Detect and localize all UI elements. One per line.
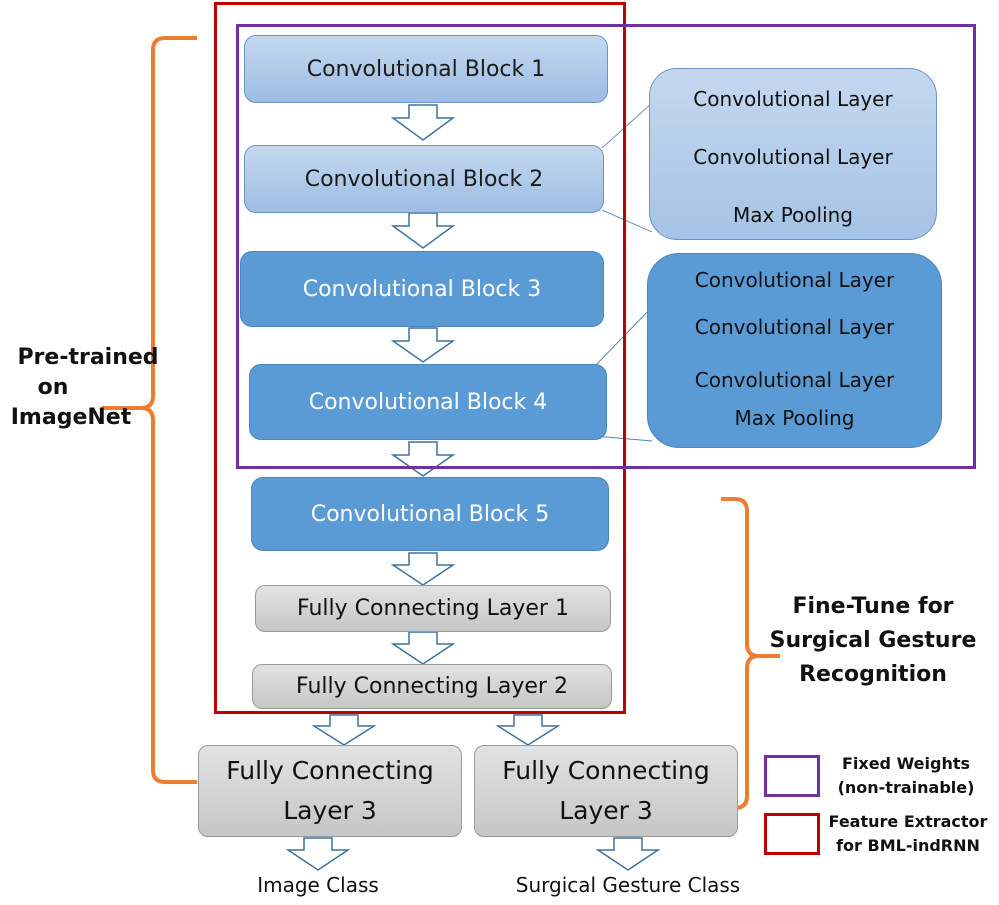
image-class-label: Image Class: [257, 873, 379, 897]
feature-extractor-frame: [214, 2, 626, 714]
pretrained-line3: ImageNet: [10, 405, 132, 430]
arrow-down-gesture-class: [595, 837, 661, 871]
legend-fixed-weights-label: Fixed Weights (non-trainable): [822, 752, 990, 800]
pretrained-line2: on: [37, 375, 69, 400]
detail-light-max-pooling: Max Pooling: [732, 203, 853, 227]
legend-extractor-line1: Feature Extractor: [828, 812, 988, 831]
detail-dark-final-group: Convolutional Layer Max Pooling: [695, 361, 894, 437]
conv-block-3-label: Convolutional Block 3: [302, 276, 542, 302]
zoom-line-top-2: [601, 102, 653, 149]
arrow-down-left-fc3: [311, 714, 377, 746]
fc-layer-3-gesture: Fully Connecting Layer 3: [474, 745, 738, 837]
conv-block-2-label: Convolutional Block 2: [304, 166, 544, 192]
fc-layer-1: Fully Connecting Layer 1: [255, 585, 611, 632]
pretrained-bracket: [102, 36, 197, 784]
detail-dark-conv-layer-1: Convolutional Layer: [694, 268, 895, 292]
arrow-down-image-class: [285, 837, 351, 871]
legend-feature-extractor-label: Feature Extractor for BML-indRNN: [822, 810, 994, 858]
arrow-down-6: [390, 631, 456, 665]
detail-dark-max-pooling: Max Pooling: [734, 406, 855, 430]
conv-block-5: Convolutional Block 5: [251, 477, 609, 551]
finetune-line1: Fine-Tune for: [792, 594, 954, 619]
detail-light-conv-layer-1: Convolutional Layer: [693, 87, 893, 111]
arrow-down-1: [390, 104, 456, 141]
arrow-down-5: [390, 552, 456, 586]
detail-dark-conv-layer-3: Convolutional Layer: [694, 368, 895, 392]
conv-block-1: Convolutional Block 1: [244, 35, 608, 103]
surgical-gesture-class-label: Surgical Gesture Class: [515, 873, 741, 897]
arrow-down-2: [390, 212, 456, 249]
conv-block-1-label: Convolutional Block 1: [306, 56, 546, 82]
fixed-weights-frame: [236, 24, 976, 469]
fc-layer-3-gesture-line2: Layer 3: [559, 796, 653, 825]
legend-fixed-line1: Fixed Weights: [841, 754, 971, 773]
conv-block-4-label: Convolutional Block 4: [308, 389, 548, 415]
finetune-label: Fine-Tune for Surgical Gesture Recogniti…: [764, 590, 982, 692]
pretrained-line1: Pre-trained: [17, 345, 159, 370]
fc-layer-3-image: Fully Connecting Layer 3: [198, 745, 462, 837]
fc-layer-2-label: Fully Connecting Layer 2: [296, 674, 568, 699]
legend-fixed-line2: (non-trainable): [837, 778, 975, 797]
conv-block-5-label: Convolutional Block 5: [310, 501, 550, 527]
legend-fixed-weights-swatch: [764, 755, 820, 797]
finetune-line2: Surgical Gesture: [769, 628, 977, 653]
conv-block-3: Convolutional Block 3: [240, 251, 604, 327]
conv-block-2: Convolutional Block 2: [244, 145, 604, 213]
fc-layer-1-label: Fully Connecting Layer 1: [297, 596, 569, 621]
legend-extractor-line2: for BML-indRNN: [836, 836, 980, 855]
pretrained-label: Pre-trained on ImageNet: [0, 343, 176, 433]
zoom-line-bottom-2: [601, 209, 653, 233]
fc-layer-3-image-line2: Layer 3: [283, 796, 377, 825]
detail-dark-conv-layer-2: Convolutional Layer: [694, 314, 895, 339]
arrow-down-3: [390, 327, 456, 363]
block-detail-light: Convolutional Layer Convolutional Layer …: [649, 68, 937, 240]
finetune-bracket: [721, 497, 780, 810]
finetune-line3: Recognition: [799, 662, 947, 687]
fc-layer-3-image-line1: Fully Connecting: [226, 756, 434, 785]
arrow-down-4: [390, 441, 456, 477]
detail-light-conv-layer-2: Convolutional Layer: [693, 145, 893, 169]
arrow-down-right-fc3: [495, 714, 561, 746]
conv-block-4: Convolutional Block 4: [249, 364, 607, 440]
fc-layer-2: Fully Connecting Layer 2: [252, 664, 612, 709]
fc-layer-3-gesture-line1: Fully Connecting: [502, 756, 710, 785]
block-detail-dark: Convolutional Layer Convolutional Layer …: [647, 253, 942, 448]
legend-feature-extractor-swatch: [764, 813, 820, 855]
